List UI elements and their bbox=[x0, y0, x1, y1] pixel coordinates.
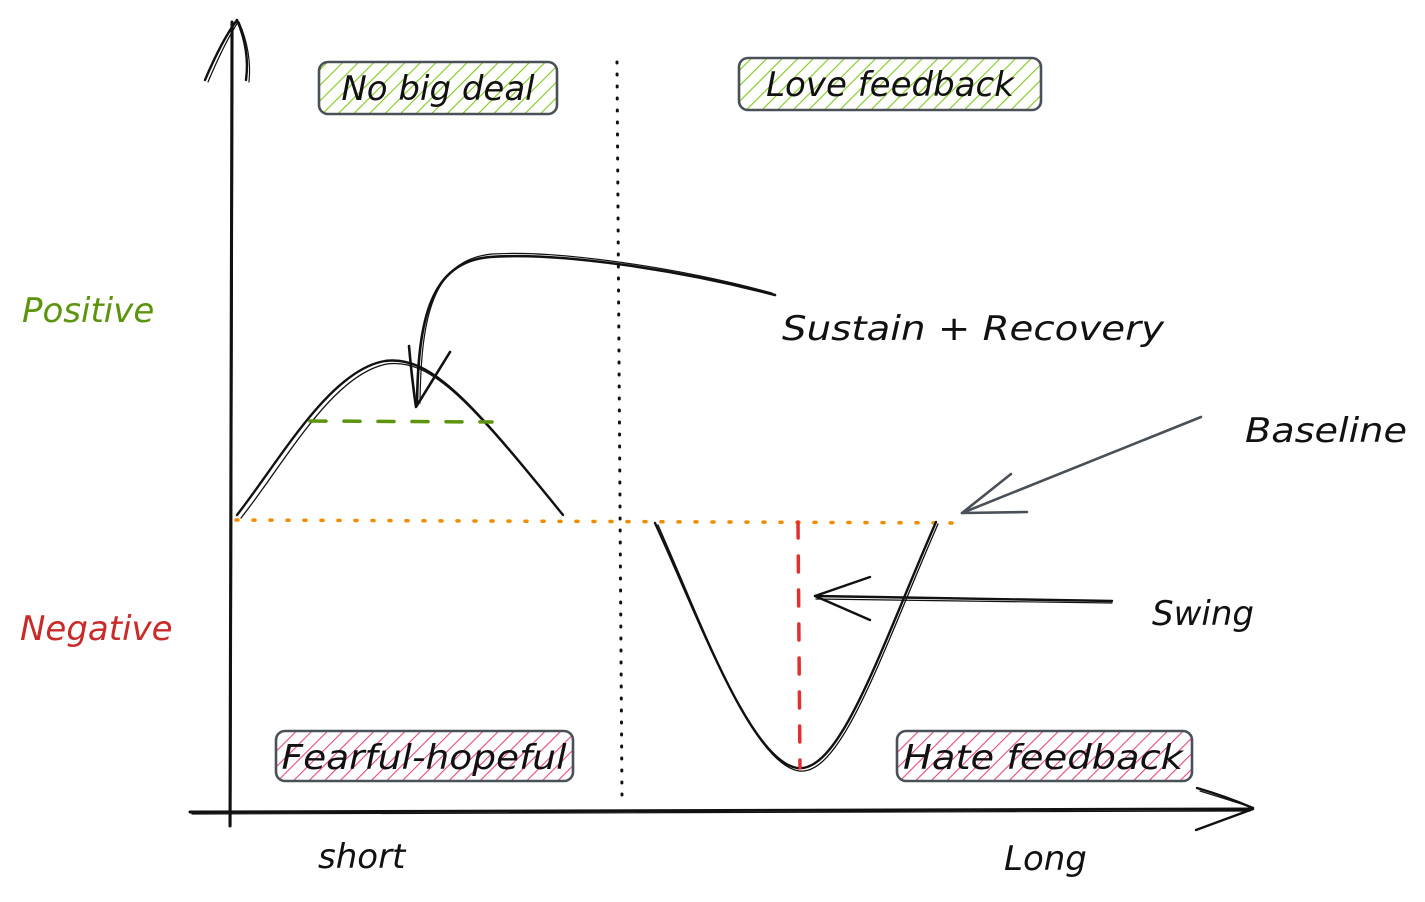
quadrant-box-fearful-hopeful: Fearful-hopeful bbox=[274, 729, 575, 783]
x-axis bbox=[188, 807, 1254, 815]
x-axis-short-label: short bbox=[318, 837, 407, 877]
baseline-arrow-icon bbox=[960, 415, 1203, 515]
sustain-recovery-arrow-icon bbox=[407, 252, 777, 409]
positive-label: Positive bbox=[22, 291, 154, 331]
y-axis bbox=[228, 20, 234, 828]
quadrant-label-no-big-deal: No big deal bbox=[341, 69, 535, 109]
baseline-label: Baseline bbox=[1245, 411, 1407, 451]
long-term-negative-curve bbox=[653, 520, 939, 772]
time-divider-line bbox=[615, 60, 624, 802]
sustain-recovery-label: Sustain + Recovery bbox=[782, 309, 1165, 349]
baseline-line bbox=[234, 518, 967, 525]
quadrant-label-love-feedback: Love feedback bbox=[766, 65, 1015, 105]
swing-label: Swing bbox=[1152, 594, 1254, 634]
x-axis-long-label: Long bbox=[1004, 839, 1087, 879]
quadrant-box-hate-feedback: Hate feedback bbox=[895, 729, 1194, 783]
quadrant-box-no-big-deal: No big deal bbox=[317, 60, 559, 116]
negative-label: Negative bbox=[20, 609, 173, 649]
swing-arrow-icon bbox=[813, 575, 1114, 622]
short-term-positive-curve bbox=[235, 359, 565, 519]
swing-dashed-line bbox=[796, 520, 802, 770]
quadrant-label-hate-feedback: Hate feedback bbox=[903, 738, 1184, 778]
positive-level-dashed-line bbox=[308, 419, 494, 424]
y-axis-arrowhead-icon bbox=[203, 18, 251, 83]
quadrant-box-love-feedback: Love feedback bbox=[737, 56, 1043, 112]
quadrant-label-fearful-hopeful: Fearful-hopeful bbox=[282, 738, 568, 778]
x-axis-arrowhead-icon bbox=[1194, 786, 1255, 832]
